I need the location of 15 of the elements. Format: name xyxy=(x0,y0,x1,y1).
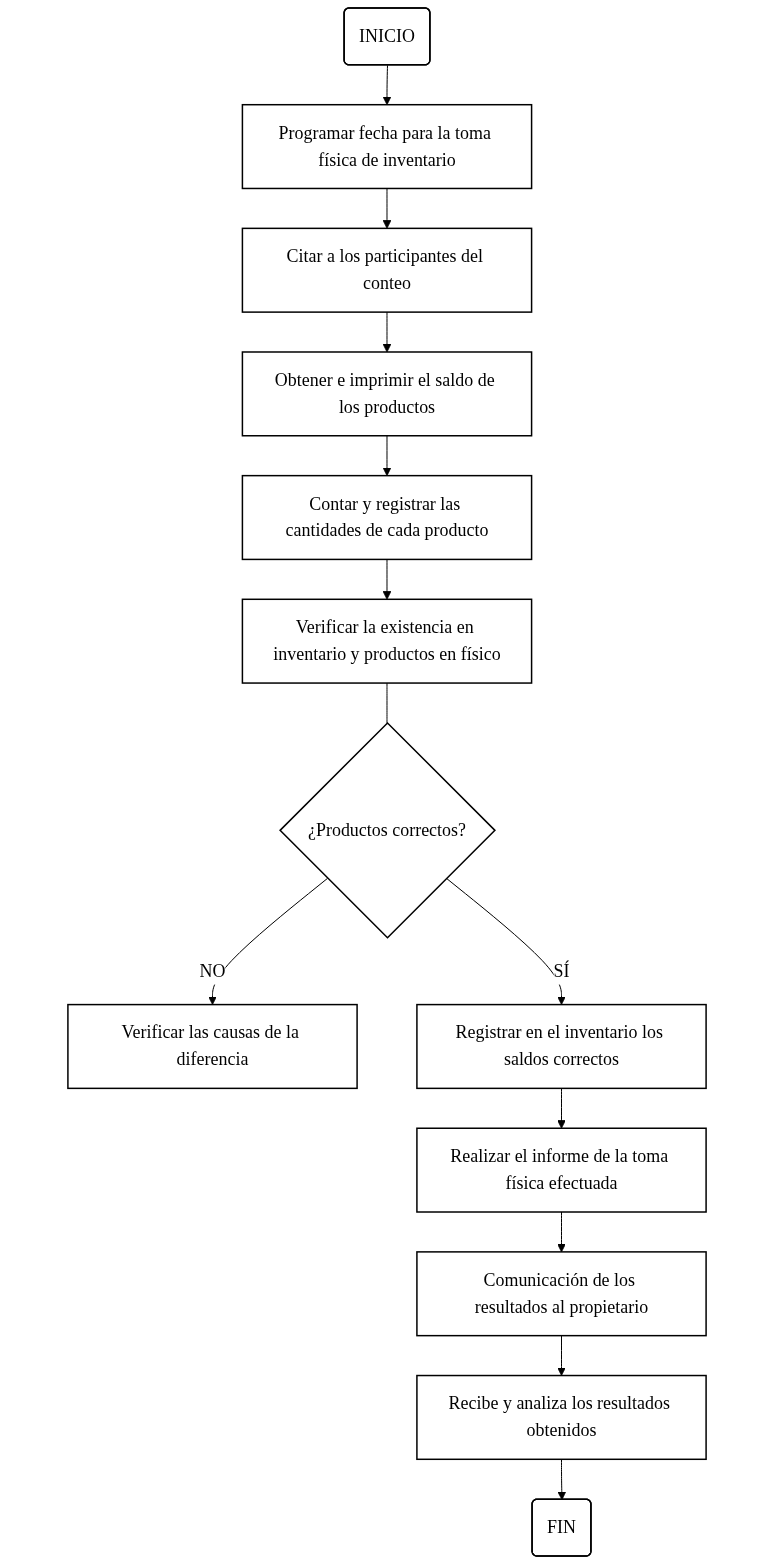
node-box: Verificar las causas de la diferencia xyxy=(66,1003,358,1090)
node-box: Obtener e imprimir el saldo de los productos xyxy=(241,351,532,437)
node-box: Verificar la existencia en inventario y productos en físico xyxy=(241,598,532,684)
node-box: Programar fecha para la toma física de inventario xyxy=(241,103,532,190)
arrow xyxy=(382,558,391,600)
node-diamond: ¿Productos correctos? xyxy=(278,721,496,939)
connector xyxy=(386,682,387,724)
edge-label: NO xyxy=(199,960,225,981)
node-box: Comunicación de los resultados al propietario xyxy=(415,1251,707,1337)
node-box: Registrar en el inventario los saldos correctos xyxy=(415,1003,707,1090)
node-box: Citar a los participantes del conteo xyxy=(241,227,532,313)
node-box: Recibe y analiza los resultados obtenidos xyxy=(415,1374,707,1461)
edge-label: SÍ xyxy=(553,960,569,981)
node-box: Realizar el informe de la toma física efectuada xyxy=(415,1127,707,1213)
node-box: Contar y registrar las cantidades de cada producto xyxy=(241,474,532,561)
